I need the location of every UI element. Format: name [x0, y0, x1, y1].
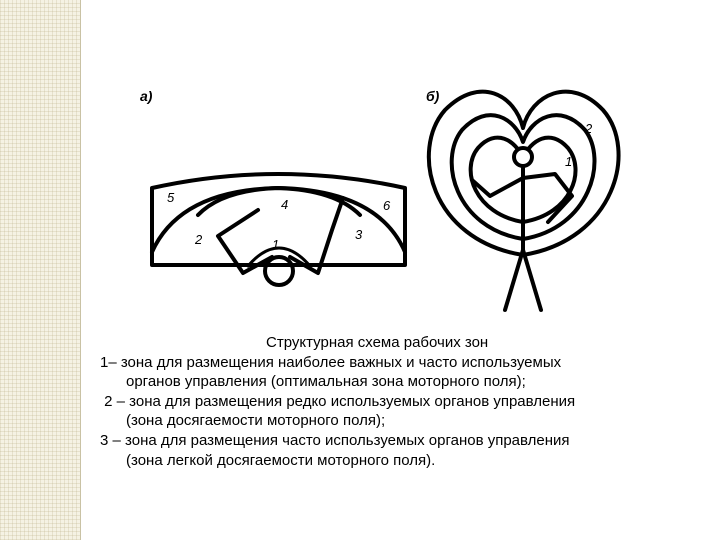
zone-label-1: 1 — [272, 237, 279, 252]
caption-item-1: 1– зона для размещения наиболее важных и… — [100, 353, 562, 371]
panel-a-diagram — [150, 172, 407, 287]
zone-label-3: 3 — [355, 227, 363, 242]
caption-title: Структурная схема рабочих зон — [266, 334, 489, 351]
outer-heart-zone — [426, 89, 621, 257]
caption-item-3: 3 – зона для размещения часто используем… — [100, 431, 570, 449]
panel-a-label: а) — [140, 88, 153, 104]
figure-right-arm — [521, 172, 574, 224]
zone-label-6: 6 — [383, 198, 391, 213]
operator-head — [263, 255, 295, 287]
right-reach-arc — [196, 186, 407, 254]
figure-caption: Структурная схема рабочих зон 1– зона дл… — [100, 333, 700, 470]
right-arm — [288, 196, 345, 275]
zone-label-b-2: 2 — [584, 121, 593, 136]
zone-label-2: 2 — [194, 232, 203, 247]
work-zones-figure: а) 5 4 6 2 1 3 б) 2 1 — [140, 88, 621, 312]
panel-b-label: б) — [426, 88, 440, 104]
figure-right-leg — [521, 248, 543, 312]
caption-item-1-cont: органов управления (оптимальная зона мот… — [126, 373, 526, 391]
figure-left-leg — [503, 248, 525, 312]
caption-item-2-cont: (зона досягаемости моторного поля); — [126, 412, 386, 430]
panel-b-diagram — [426, 89, 621, 312]
zone-label-4: 4 — [281, 197, 288, 212]
figure-head — [512, 146, 534, 168]
optimal-zone-arc — [246, 246, 312, 268]
caption-item-3-cont: (зона легкой досягаемости моторного поля… — [126, 451, 436, 469]
decorative-side-strip — [0, 0, 80, 540]
caption-item-2: 2 – зона для размещения редко используем… — [100, 392, 576, 410]
left-arm — [216, 208, 274, 275]
zone-outer-boundary — [150, 172, 407, 267]
figure-left-arm — [470, 176, 525, 198]
zone-label-5: 5 — [167, 190, 175, 205]
middle-heart-zone — [449, 113, 597, 241]
side-strip-border — [80, 0, 81, 540]
zone-label-b-1: 1 — [565, 154, 572, 169]
